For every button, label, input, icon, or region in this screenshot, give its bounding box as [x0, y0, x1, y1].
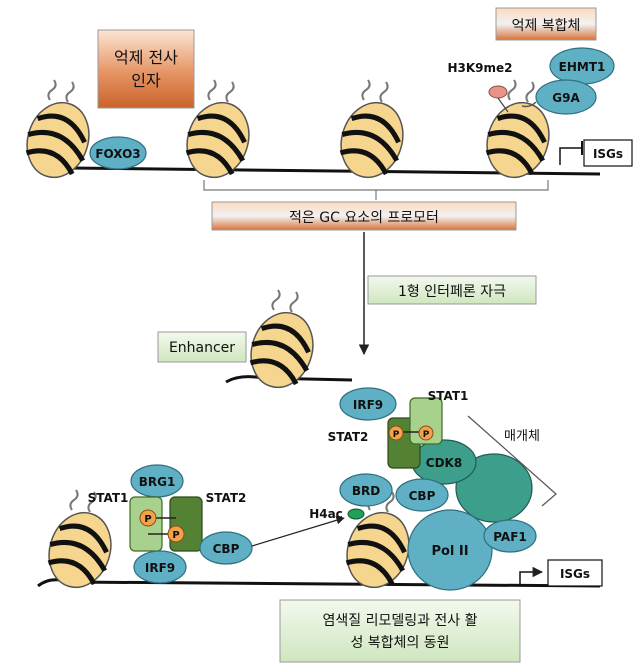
repressive-tf-line2: 인자 — [131, 71, 161, 90]
phospho-left-2-label: P — [172, 530, 179, 541]
isgs-top-box: ISGs — [559, 139, 633, 167]
cdk8-group: CDK8 — [411, 439, 533, 523]
isgs-bottom: ISGs — [519, 559, 603, 587]
irf9-right-label: IRF9 — [353, 398, 383, 412]
g9a-protein: G9A — [535, 79, 597, 115]
ehmt1-protein: EHMT1 — [549, 47, 615, 85]
low-gc-promoter-label: 적은 GC 요소의 프로모터 — [289, 210, 439, 226]
bottom-dna-strand — [37, 578, 601, 588]
g9a-label: G9A — [552, 91, 580, 105]
mediator-bracket — [467, 415, 557, 507]
isgs-bottom-label: ISGs — [560, 567, 590, 581]
h4ac-mark — [347, 508, 365, 520]
ifn-stimulation-label: 1형 인터페론 자극 — [398, 284, 506, 300]
enhancer-label: Enhancer — [169, 340, 235, 356]
repressive-complex-label: 억제 복합체 — [512, 18, 581, 34]
irf9-right-protein: IRF9 — [339, 387, 397, 421]
stat-dimer-right: P P — [387, 397, 443, 469]
foxo3-protein: FOXO3 — [89, 136, 147, 170]
cbp-right-protein: CBP — [395, 478, 449, 512]
brg1-protein: BRG1 — [130, 464, 184, 498]
brd-label: BRD — [352, 484, 380, 498]
repressive-tf-box: 억제 전사 인자 — [97, 29, 195, 109]
pol2-protein: Pol II — [407, 509, 493, 591]
ifn-stimulation-box: 1형 인터페론 자극 — [367, 275, 537, 305]
phospho-right-1-label: P — [393, 430, 400, 440]
stat1-right-label: STAT1 — [428, 389, 469, 403]
brg1-label: BRG1 — [139, 475, 176, 489]
stat2-left — [169, 496, 203, 552]
repressive-complex-box: 억제 복합체 — [495, 7, 597, 41]
mediator-subunit-large — [455, 453, 533, 523]
nucleosome-3 — [332, 80, 413, 185]
ehmt1-label: EHMT1 — [559, 60, 606, 74]
irf9-left-label: IRF9 — [145, 561, 175, 575]
h3k9me2-mark — [488, 85, 508, 99]
phospho-left-1-label: P — [144, 514, 151, 525]
phospho-left-2: P — [167, 525, 185, 543]
repressive-tf-line1: 억제 전사 — [114, 48, 178, 67]
h3k9me2-label: H3K9me2 — [447, 61, 512, 75]
irf9-left-protein: IRF9 — [133, 550, 187, 584]
stat2-left-label: STAT2 — [206, 491, 247, 505]
foxo3-label: FOXO3 — [95, 147, 140, 161]
h4ac-label: H4ac — [309, 507, 343, 521]
cbp-right-label: CBP — [409, 489, 436, 503]
cbp-left-protein: CBP — [199, 531, 253, 565]
phospho-right-2-label: P — [423, 430, 430, 440]
paf1-label: PAF1 — [493, 530, 527, 544]
cbp-left-label: CBP — [213, 542, 240, 556]
enhancer-box: Enhancer — [157, 331, 247, 363]
brd-protein: BRD — [339, 473, 393, 507]
recruitment-line1: 염색질 리모델링과 전사 활 — [322, 613, 477, 629]
stat2-right-label: STAT2 — [328, 430, 369, 444]
phospho-right-1: P — [388, 425, 404, 441]
recruitment-box: 염색질 리모델링과 전사 활 성 복합체의 동원 — [279, 599, 521, 663]
recruitment-line2: 성 복합체의 동원 — [350, 635, 449, 651]
stat1-left-label: STAT1 — [88, 491, 129, 505]
promoter-bracket — [203, 180, 549, 200]
isgs-top-label: ISGs — [593, 147, 623, 161]
phospho-right-2: P — [418, 425, 434, 441]
low-gc-promoter-box: 적은 GC 요소의 프로모터 — [211, 201, 517, 231]
g9a-link — [521, 101, 537, 108]
h3k9me2-stem — [497, 97, 509, 113]
paf1-protein: PAF1 — [483, 519, 537, 553]
pol2-label: Pol II — [431, 544, 468, 559]
cdk8-label: CDK8 — [426, 456, 462, 470]
phospho-left-1: P — [139, 509, 157, 527]
cbp-acetylation-arrow — [251, 516, 345, 547]
mediator-label: 매개체 — [504, 429, 540, 444]
